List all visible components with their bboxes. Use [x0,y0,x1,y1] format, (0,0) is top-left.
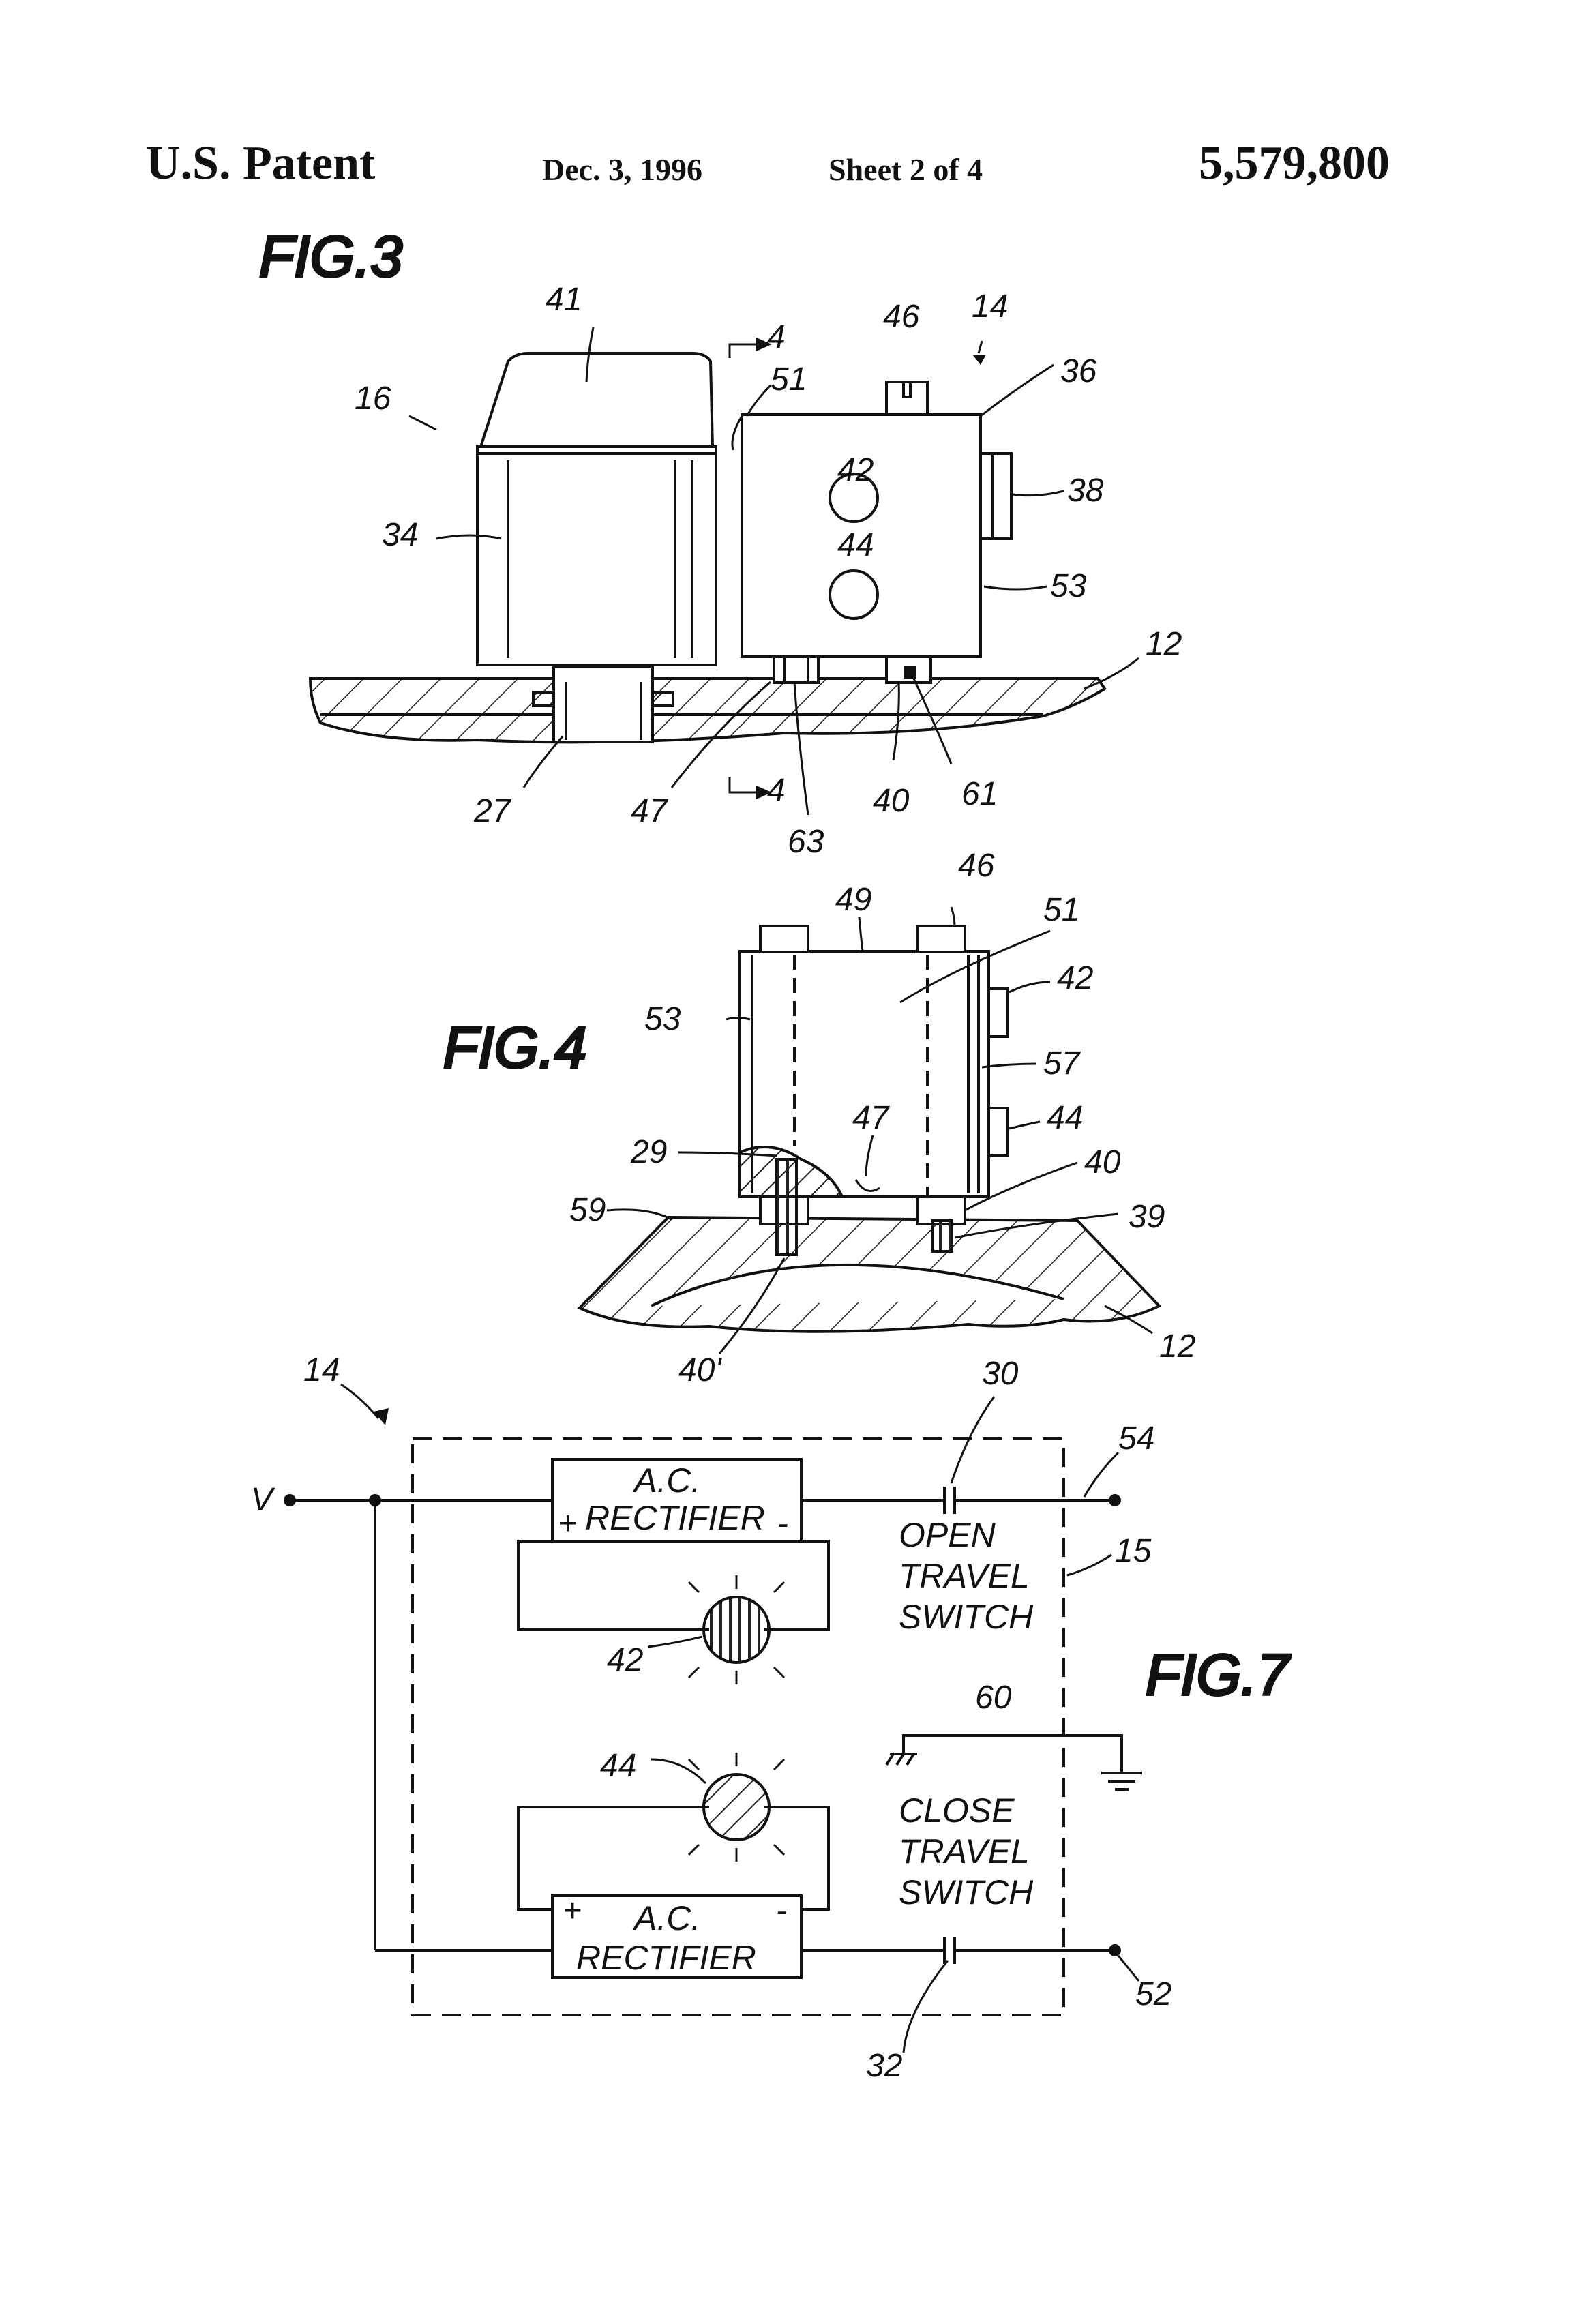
fig3-ref-47: 47 [631,793,669,829]
fig7-rect-bottom-line2: RECTIFIER [576,1939,756,1977]
fig3-ref-38: 38 [1067,473,1104,509]
fig3-ref-61: 61 [961,776,998,812]
fig7-ref-30: 30 [982,1356,1019,1392]
fig7-close-switch-line1: CLOSE [899,1791,1015,1830]
figure-7: FIG.7 [251,1352,1291,2084]
fig3-ref-41: 41 [546,282,582,318]
fig7-ref-52: 52 [1135,1976,1171,2012]
fig7-ref-54: 54 [1118,1420,1154,1457]
fig4-ref-12: 12 [1159,1328,1195,1365]
fig3-ref-36: 36 [1060,353,1097,389]
fig7-ref-15: 15 [1115,1533,1152,1569]
fig7-open-switch-line1: OPEN [899,1516,996,1554]
fig4-ref-47: 47 [852,1100,891,1136]
fig3-ref-46: 46 [883,299,920,335]
fig7-rect-top-minus: - [777,1506,788,1542]
fig4-ref-29: 29 [630,1134,667,1170]
figure-4: FIG.4 [443,848,1195,1388]
fig4-ref-46: 46 [958,848,995,884]
fig4-ref-39: 39 [1129,1199,1165,1235]
fig7-rect-bottom-line1: A.C. [632,1899,700,1937]
fig3-ref-63: 63 [788,824,824,860]
fig7-rect-bottom-minus: - [776,1893,787,1929]
fig4-ref-40-prime: 40' [678,1352,722,1388]
fig4-ref-49: 49 [835,882,871,918]
fig7-close-switch-line3: SWITCH [899,1873,1034,1911]
fig7-ref-14: 14 [303,1352,340,1388]
fig7-lamp-44 [704,1774,769,1840]
fig4-ref-53: 53 [644,1001,681,1037]
fig7-open-switch-line2: TRAVEL [899,1557,1030,1595]
fig3-ref-42: 42 [837,452,874,488]
fig7-open-switch-line3: SWITCH [899,1598,1034,1636]
fig3-ref-27: 27 [473,793,512,829]
fig3-ref-53: 53 [1050,568,1087,604]
fig3-ref-12: 12 [1146,626,1182,662]
fig7-ref-32: 32 [866,2048,902,2084]
fig7-rect-top-line1: A.C. [632,1461,700,1500]
fig3-label: FIG.3 [259,224,402,288]
fig7-close-switch-line2: TRAVEL [899,1832,1030,1871]
fig4-ref-40: 40 [1084,1144,1121,1180]
fig3-ref-51: 51 [771,361,807,398]
fig3-ref-44: 44 [837,527,874,563]
fig4-label: FIG.4 [443,1015,586,1079]
fig3-base-plate [310,679,1105,742]
fig3-ref-40: 40 [873,783,910,819]
fig4-ref-59: 59 [569,1192,606,1228]
fig4-ref-51: 51 [1043,892,1079,928]
fig7-rect-bottom-plus: + [563,1893,582,1929]
fig7-ref-60: 60 [975,1680,1012,1716]
figure-3: FIG.3 [259,224,1182,860]
fig7-input-v: V [251,1482,275,1518]
fig7-rect-top-plus: + [558,1506,577,1542]
fig4-indicator-box [740,926,1008,1255]
fig7-rect-top-line2: RECTIFIER [585,1499,765,1537]
fig4-ref-44: 44 [1047,1100,1083,1136]
fig4-ref-42: 42 [1057,960,1093,996]
fig4-ref-57: 57 [1043,1045,1081,1082]
fig3-ref-16: 16 [355,381,391,417]
fig3-ref-14: 14 [972,288,1008,325]
fig7-lamp-42 [704,1597,769,1663]
fig4-base [580,1217,1159,1332]
fig3-ref-34: 34 [382,517,418,553]
fig3-ref-4-top: 4 [767,319,786,355]
fig7-label: FIG.7 [1146,1643,1291,1707]
fig3-ref-4-bottom: 4 [767,773,786,809]
fig7-ref-42: 42 [607,1642,643,1678]
fig7-ref-44: 44 [600,1748,636,1784]
